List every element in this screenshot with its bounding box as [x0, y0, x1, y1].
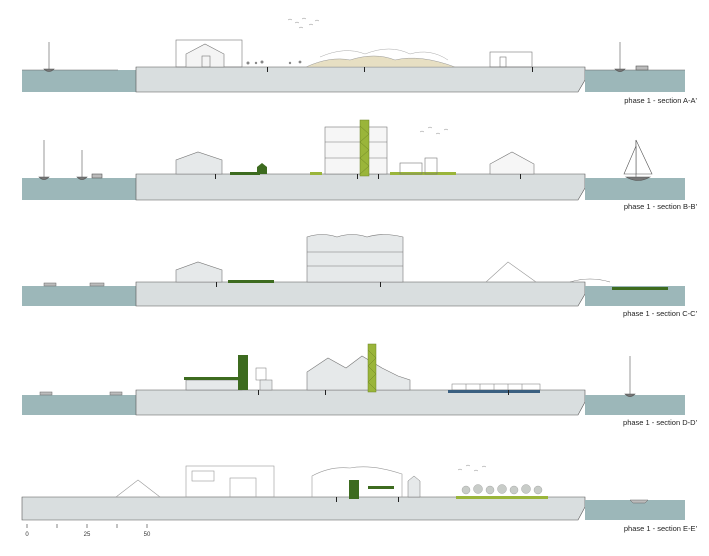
scale-tick-0: 0	[25, 532, 29, 538]
ground-block	[135, 173, 586, 201]
people-figures	[246, 60, 302, 65]
birds-icon	[457, 464, 487, 472]
marker-pins	[216, 282, 381, 287]
lattice-tower	[367, 343, 377, 393]
marker-pins	[258, 390, 509, 395]
green-roof	[612, 287, 668, 290]
green-roof	[368, 486, 394, 489]
water-left	[22, 286, 136, 306]
small-house-green	[257, 163, 267, 174]
green-roof-building	[184, 355, 273, 391]
hall-building	[306, 355, 411, 391]
hall-building	[306, 234, 404, 283]
water-right	[585, 395, 685, 415]
marker-pins	[267, 67, 533, 72]
building-outline	[175, 39, 243, 68]
boat-right-icon	[624, 356, 636, 397]
house-outline	[115, 479, 161, 498]
boats-left-icon	[43, 282, 105, 287]
water-right	[585, 286, 685, 306]
ground-block	[21, 496, 586, 521]
sand-dune	[305, 55, 456, 68]
water-channel	[448, 390, 540, 393]
warehouse-outline	[175, 261, 223, 283]
section-b	[22, 119, 685, 201]
section-c-label: phase 1 - section C-C'	[623, 309, 698, 318]
kiosk-outline	[399, 157, 438, 175]
boats-left-icon	[39, 391, 123, 396]
sailboat-right-icon	[623, 139, 653, 181]
lattice-tower	[359, 119, 370, 177]
tree-row	[461, 484, 543, 495]
pavilion-outline	[489, 51, 533, 68]
green-roof	[456, 496, 548, 499]
section-c	[22, 234, 685, 307]
birds-icon	[287, 17, 320, 29]
market-stalls	[451, 383, 541, 391]
scale-tick-25: 25	[84, 532, 91, 538]
section-d	[22, 343, 685, 416]
sailboat-icon	[43, 42, 55, 72]
marker-pins	[336, 497, 399, 502]
green-roof	[390, 172, 456, 175]
boat-right-icon	[629, 499, 649, 504]
water-right	[585, 178, 685, 200]
water-right	[585, 70, 685, 92]
section-a	[22, 17, 685, 93]
green-roof	[228, 280, 274, 283]
boat-right-icon	[614, 42, 649, 72]
water-left	[22, 70, 136, 92]
hall-building	[311, 466, 403, 497]
bridge-outline	[569, 278, 611, 283]
main-building-outline	[324, 126, 388, 175]
section-b-label: phase 1 - section B-B'	[624, 202, 698, 211]
marker-pins	[215, 174, 521, 179]
birds-icon	[419, 126, 449, 135]
roof-outline	[485, 261, 537, 283]
warehouse-outline	[175, 151, 223, 175]
building-outline	[185, 465, 275, 498]
scale-tick-50: 50	[144, 532, 151, 538]
green-volume	[349, 480, 359, 499]
ground-block	[135, 281, 586, 307]
section-e-label: phase 1 - section E-E'	[624, 524, 698, 533]
scale-bar	[26, 524, 148, 528]
boats-left-icon	[38, 140, 103, 180]
small-house	[407, 475, 421, 498]
section-e	[21, 464, 685, 521]
water-right	[585, 500, 685, 520]
section-a-label: phase 1 - section A-A'	[624, 96, 697, 105]
green-roof	[230, 172, 260, 175]
section-d-label: phase 1 - section D-D'	[623, 418, 698, 427]
green-roof	[310, 172, 322, 175]
house-outline	[489, 151, 535, 175]
water-left	[22, 395, 136, 415]
water-left	[22, 178, 136, 200]
ground-block	[135, 66, 586, 93]
ground-block	[135, 389, 586, 416]
